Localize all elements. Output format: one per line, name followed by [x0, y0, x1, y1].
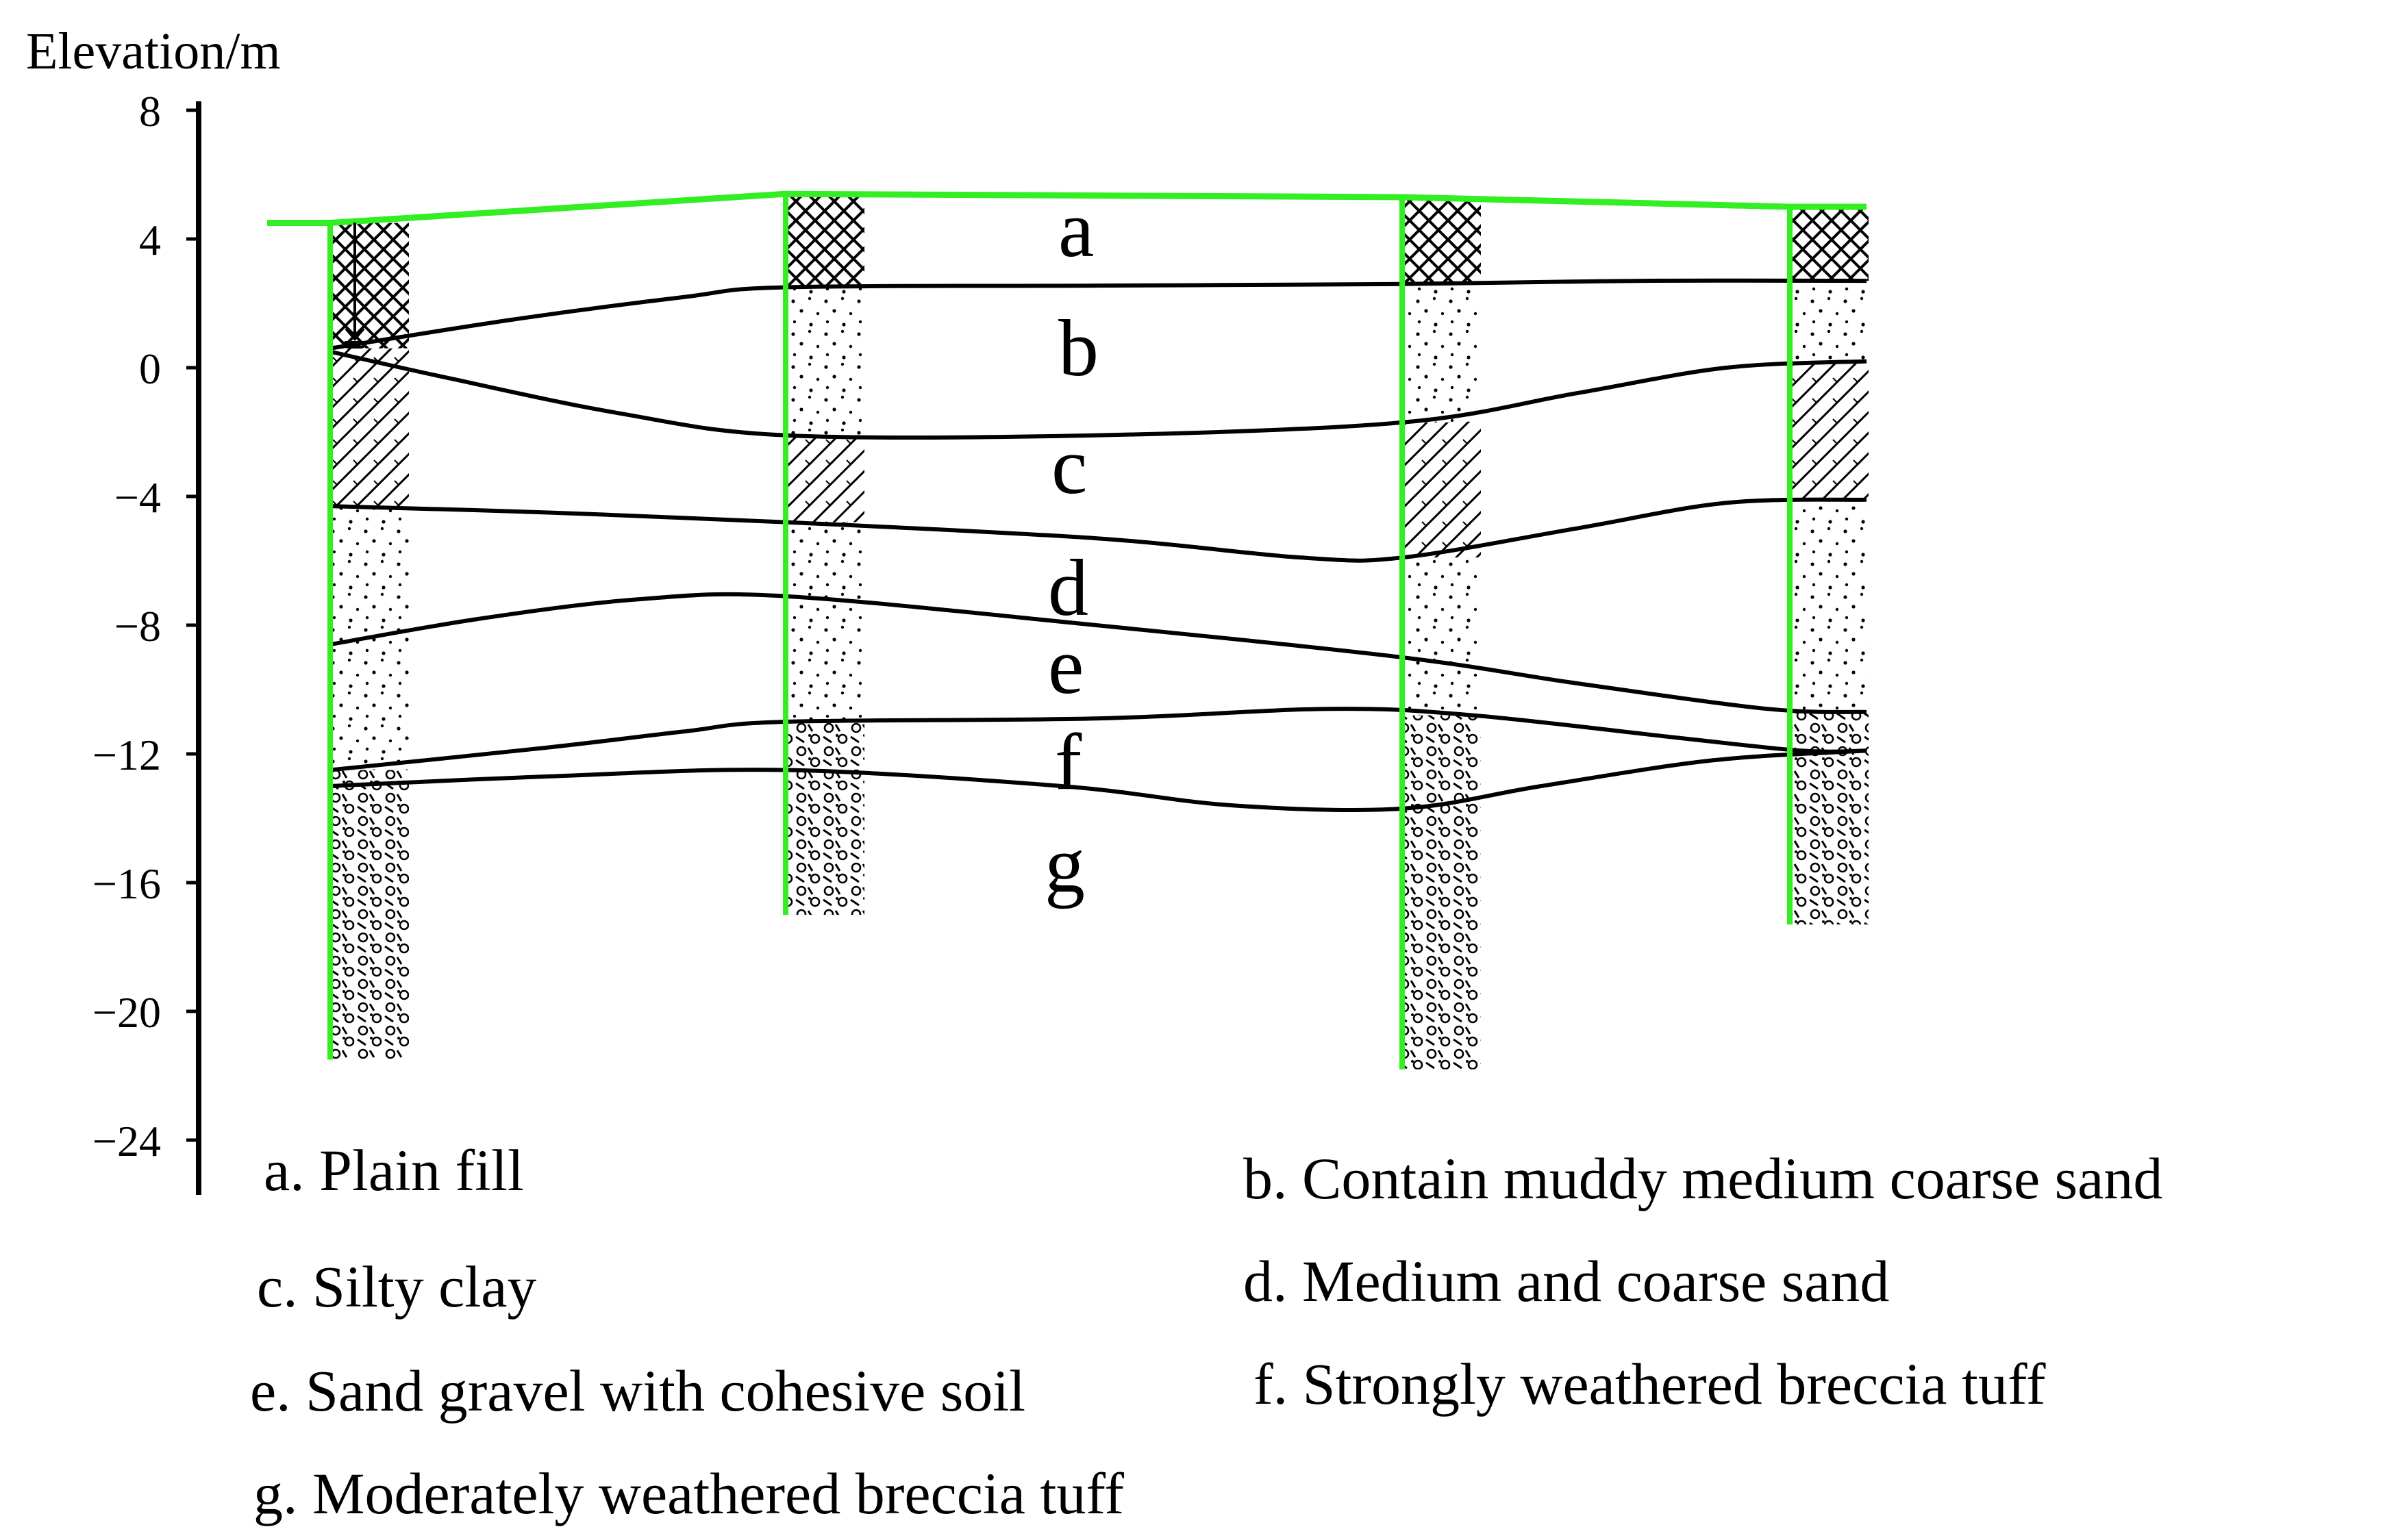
- boundary-e-f: [329, 707, 1867, 772]
- borehole-columns: [330, 194, 1869, 1070]
- layer-letter-f: f: [1055, 717, 1082, 807]
- legend-item-d: d. Medium and coarse sand: [1243, 1248, 1889, 1314]
- tick-label: −8: [114, 602, 161, 651]
- boundary-b-c: [329, 349, 1867, 440]
- borehole-3-layer-g: [1402, 715, 1481, 1070]
- layer-letter-b: b: [1058, 303, 1099, 393]
- tick-label: −20: [92, 988, 161, 1037]
- borehole-2-layer-c: [786, 435, 864, 522]
- tick-label: −12: [92, 731, 161, 779]
- legend-item-b: b. Contain muddy medium coarse sand: [1243, 1146, 2162, 1211]
- borehole-2-layer-d: [786, 522, 864, 722]
- layer-letter-g: g: [1045, 820, 1085, 909]
- y-axis-ticks: [186, 108, 199, 1142]
- layer-letter-c: c: [1051, 421, 1087, 511]
- borehole-2-layer-a: [786, 194, 864, 288]
- layer-letter-a: a: [1058, 184, 1094, 274]
- borehole-2-layer-b: [786, 287, 864, 436]
- y-axis-title: Elevation/m: [26, 23, 280, 80]
- legend-item-f: f. Strongly weathered breccia tuff: [1253, 1351, 2046, 1417]
- tick-label: 0: [139, 344, 161, 393]
- borehole-3-layer-c: [1402, 422, 1481, 558]
- borehole-4-layer-d: [1790, 499, 1869, 712]
- boundary-c-d: [329, 497, 1867, 563]
- water-level-marker: [345, 223, 365, 349]
- borehole-3-layer-b: [1402, 283, 1481, 422]
- borehole-4-layer-b: [1790, 281, 1869, 362]
- boundary-f-g: [329, 748, 1867, 812]
- borehole-2-layer-g: [786, 722, 864, 915]
- tick-label: 4: [139, 216, 161, 264]
- tick-label: −16: [92, 859, 161, 908]
- borehole-4-layer-g: [1790, 711, 1869, 925]
- layer-letter-e: e: [1048, 621, 1084, 711]
- boundary-d-e: [329, 592, 1867, 714]
- legend-item-e: e. Sand gravel with cohesive soil: [250, 1358, 1025, 1424]
- borehole-1-layer-c: [330, 348, 409, 507]
- legend-item-g: g. Moderately weathered breccia tuff: [253, 1461, 1124, 1526]
- borehole-1-layer-g: [330, 786, 409, 1060]
- boundary-a-b: [329, 278, 1867, 351]
- borehole-3-layer-a: [1402, 197, 1481, 284]
- borehole-4-layer-c: [1790, 361, 1869, 500]
- ground-surface-line: [267, 190, 1867, 226]
- legend-item-c: c. Silty clay: [257, 1254, 536, 1320]
- borehole-4-layer-a: [1790, 207, 1869, 281]
- stratum-boundaries: [329, 278, 1867, 812]
- tick-label: 8: [139, 87, 161, 136]
- legend-item-a: a. Plain fill: [264, 1137, 524, 1203]
- layer-letter-d: d: [1048, 543, 1088, 633]
- borehole-3-layer-d: [1402, 557, 1481, 716]
- tick-label: −4: [114, 473, 161, 522]
- borehole-vertical-lines: [327, 194, 1793, 1070]
- borehole-1-layer-a: [330, 223, 409, 349]
- tick-label: −24: [92, 1117, 161, 1165]
